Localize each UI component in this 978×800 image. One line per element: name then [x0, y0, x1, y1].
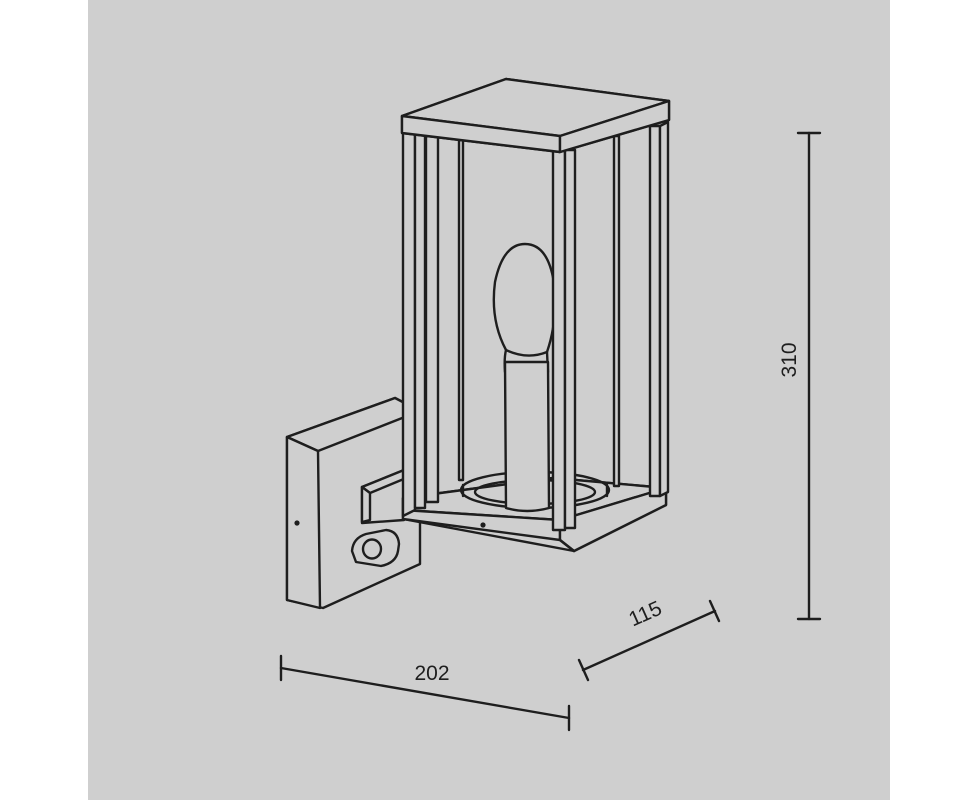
width-dimension: 202 [279, 654, 571, 732]
bulb-socket [503, 360, 551, 513]
height-dimension: 310 [778, 131, 822, 621]
screw-dot [480, 522, 486, 528]
depth-dimension: 115 [577, 597, 721, 682]
height-label: 310 [778, 342, 801, 377]
motion-sensor [350, 528, 401, 568]
lamp-base [401, 470, 668, 553]
lamp-roof [400, 77, 671, 154]
screw-dot [294, 520, 300, 526]
light-bulb [492, 242, 557, 513]
depth-label: 115 [625, 597, 665, 632]
width-label: 202 [414, 662, 449, 685]
lamp-cage [401, 120, 670, 532]
